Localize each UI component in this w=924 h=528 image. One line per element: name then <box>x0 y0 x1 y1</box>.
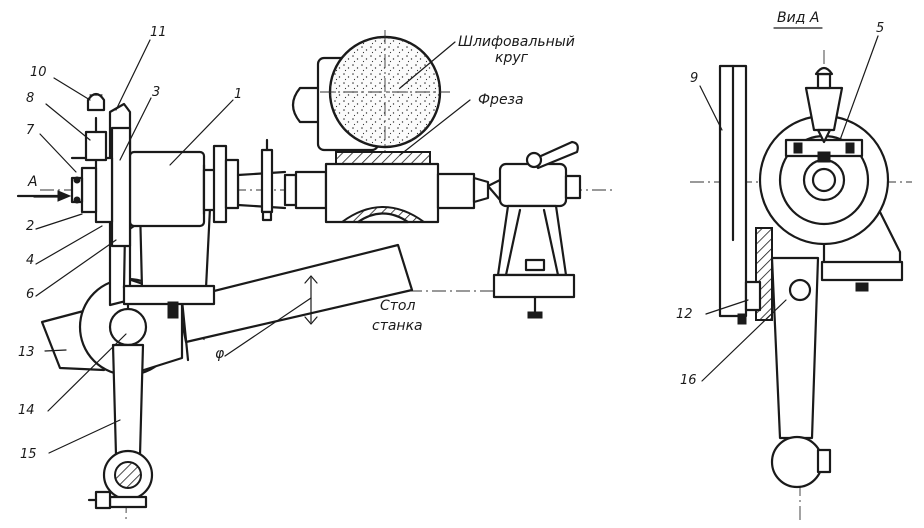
pivot-hole <box>108 307 148 347</box>
callout-6: 6 <box>26 287 34 302</box>
callout-3: 3 <box>152 85 160 100</box>
callout-11: 11 <box>150 25 167 40</box>
machine-table-label-line-2: станка <box>372 318 423 334</box>
view-a-clamp-post <box>804 66 844 144</box>
grinding-wheel-label-line-2: круг <box>495 50 529 66</box>
grinding-wheel-label-line-1: Шлифовальный <box>458 34 575 50</box>
machine-table-label-line-1: Стол <box>380 298 415 314</box>
callout-14: 14 <box>18 403 35 418</box>
callout-16: 16 <box>680 373 697 388</box>
leader-lines <box>33 39 471 454</box>
main-view: 10 8 7 2 4 6 11 3 1 13 14 15 A Шлифоваль… <box>16 25 612 521</box>
callout-1: 1 <box>234 87 242 102</box>
angle-phi-label: φ <box>215 346 225 362</box>
callout-9: 9 <box>690 71 698 86</box>
callout-2: 2 <box>26 219 34 234</box>
arbor <box>212 138 328 224</box>
tilted-table <box>176 243 414 344</box>
callout-4: 4 <box>26 253 34 268</box>
milling-cutter <box>324 151 490 224</box>
dividing-head <box>70 92 132 248</box>
main-callouts: 10 8 7 2 4 6 11 3 1 13 14 15 A <box>18 25 242 462</box>
lock-lever <box>530 140 579 170</box>
arrow-a-label: A <box>27 174 38 190</box>
callout-8: 8 <box>26 91 34 106</box>
tailstock <box>486 140 582 319</box>
view-a: Вид А <box>676 10 912 520</box>
callout-5: 5 <box>876 21 884 36</box>
cutter-label: Фреза <box>478 92 524 108</box>
view-a-title: Вид А <box>777 10 819 26</box>
link-arm <box>87 343 154 510</box>
callout-15: 15 <box>20 447 37 462</box>
callout-7: 7 <box>26 123 35 138</box>
callout-12: 12 <box>676 307 693 322</box>
callout-13: 13 <box>18 345 35 360</box>
grinding-wheel <box>291 30 450 152</box>
callout-10: 10 <box>30 65 47 80</box>
